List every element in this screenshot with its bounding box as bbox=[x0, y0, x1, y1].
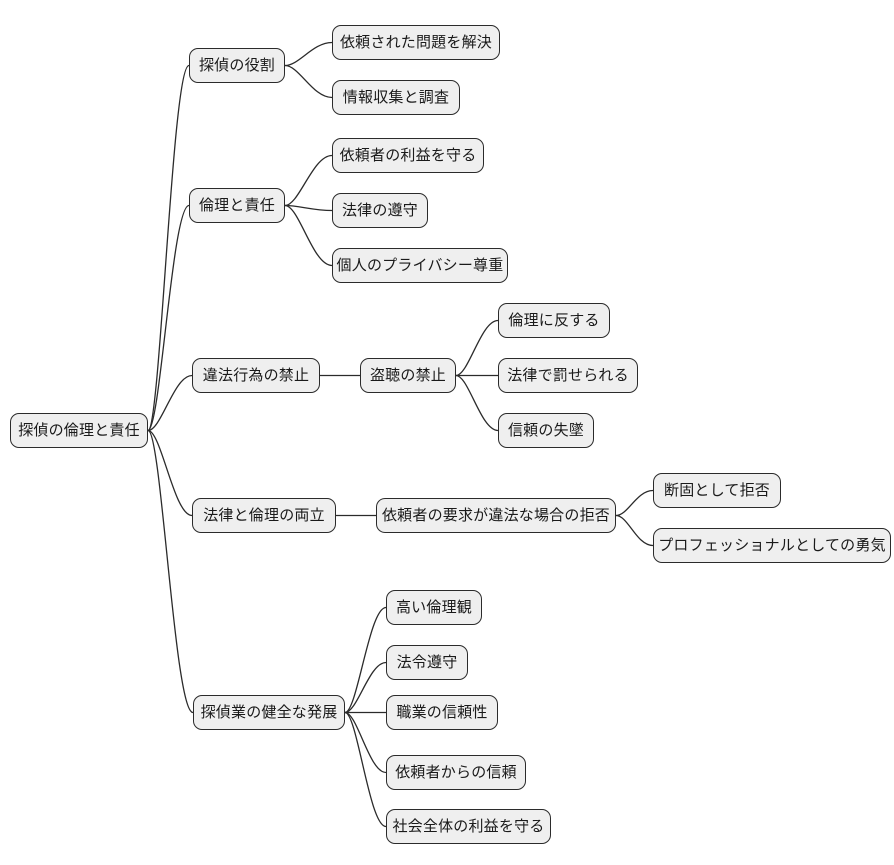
mindmap-node-label: 盗聴の禁止 bbox=[369, 366, 446, 384]
mindmap-node[interactable]: 探偵の役割 bbox=[189, 48, 285, 83]
mindmap-node[interactable]: 依頼者からの信頼 bbox=[386, 755, 526, 790]
mindmap-node-label: 依頼者の要求が違法な場合の拒否 bbox=[381, 506, 610, 524]
mindmap-node-label: 依頼者からの信頼 bbox=[395, 763, 517, 781]
mindmap-edge bbox=[147, 64, 190, 432]
mindmap-node-label: プロフェッショナルとしての勇気 bbox=[658, 536, 886, 554]
mindmap-node[interactable]: 社会全体の利益を守る bbox=[386, 809, 551, 844]
mindmap-node-label: 信頼の失墜 bbox=[507, 421, 584, 439]
mindmap-node-label: 依頼された問題を解決 bbox=[339, 33, 492, 51]
mindmap-node[interactable]: 倫理と責任 bbox=[189, 188, 285, 223]
mindmap-node[interactable]: 高い倫理観 bbox=[386, 590, 482, 625]
mindmap-node[interactable]: プロフェッショナルとしての勇気 bbox=[653, 528, 891, 563]
mindmap-node-label: 探偵業の健全な発展 bbox=[200, 703, 338, 721]
mindmap-node-label: 職業の信頼性 bbox=[396, 703, 488, 721]
mindmap-node[interactable]: 法律で罰せられる bbox=[498, 358, 638, 393]
mindmap-edge bbox=[284, 204, 333, 212]
mindmap-node[interactable]: 法律の遵守 bbox=[332, 193, 428, 228]
mindmap-node[interactable]: 信頼の失墜 bbox=[498, 413, 594, 448]
mindmap-node[interactable]: 職業の信頼性 bbox=[386, 695, 498, 730]
mindmap-node-label: 倫理に反する bbox=[508, 311, 600, 329]
mindmap-node[interactable]: 依頼者の要求が違法な場合の拒否 bbox=[376, 498, 616, 533]
mindmap-node-label: 情報収集と調査 bbox=[342, 88, 450, 106]
mindmap-edge bbox=[344, 711, 387, 828]
mindmap-node-label: 探偵の役割 bbox=[198, 56, 275, 74]
mindmap-node-label: 法律の遵守 bbox=[341, 201, 418, 219]
mindmap-node[interactable]: 法令遵守 bbox=[386, 645, 468, 680]
mindmap-node-label: 法律と倫理の両立 bbox=[203, 506, 325, 524]
mindmap-node-label: 高い倫理観 bbox=[395, 598, 472, 616]
mindmap-node[interactable]: 盗聴の禁止 bbox=[360, 358, 456, 393]
mindmap-node-label: 法令遵守 bbox=[396, 653, 458, 671]
mindmap-edge bbox=[455, 319, 499, 377]
mindmap-node-label: 法律で罰せられる bbox=[507, 366, 629, 384]
mindmap-node-label: 違法行為の禁止 bbox=[202, 366, 310, 384]
mindmap-edge bbox=[344, 711, 387, 774]
mindmap-edge bbox=[344, 661, 387, 714]
mindmap-node[interactable]: 違法行為の禁止 bbox=[192, 358, 320, 393]
mindmap-edge bbox=[147, 429, 194, 714]
mindmap-edge bbox=[615, 514, 654, 547]
mindmap-node-label: 依頼者の利益を守る bbox=[339, 146, 477, 164]
mindmap-edge bbox=[147, 429, 193, 517]
mindmap-node[interactable]: 依頼者の利益を守る bbox=[332, 138, 484, 173]
mindmap-node[interactable]: 個人のプライバシー尊重 bbox=[332, 248, 508, 283]
mindmap-edge bbox=[455, 374, 499, 432]
mindmap-node[interactable]: 法律と倫理の両立 bbox=[192, 498, 336, 533]
mindmap-node[interactable]: 探偵業の健全な発展 bbox=[193, 695, 345, 730]
mindmap-edge bbox=[147, 204, 190, 432]
mindmap-node-label: 断固として拒否 bbox=[664, 481, 770, 499]
mindmap-edge bbox=[284, 154, 333, 207]
mindmap-node[interactable]: 断固として拒否 bbox=[653, 473, 781, 508]
mindmap-node-label: 探偵の倫理と責任 bbox=[18, 421, 140, 439]
mindmap-node-label: 社会全体の利益を守る bbox=[392, 817, 545, 835]
mindmap-node[interactable]: 情報収集と調査 bbox=[332, 80, 460, 115]
mindmap-node-label: 個人のプライバシー尊重 bbox=[336, 256, 504, 274]
mindmap-edge bbox=[615, 489, 654, 517]
mindmap-edge bbox=[344, 606, 387, 714]
mindmap-node-label: 倫理と責任 bbox=[198, 196, 275, 214]
mindmap-node[interactable]: 依頼された問題を解決 bbox=[332, 25, 500, 60]
mindmap-node[interactable]: 倫理に反する bbox=[498, 303, 610, 338]
mindmap-edge bbox=[284, 41, 333, 67]
mindmap-edge bbox=[147, 374, 193, 432]
mindmap-root-node[interactable]: 探偵の倫理と責任 bbox=[10, 413, 148, 448]
mindmap-edge bbox=[284, 204, 333, 267]
mindmap-edge bbox=[284, 64, 333, 99]
